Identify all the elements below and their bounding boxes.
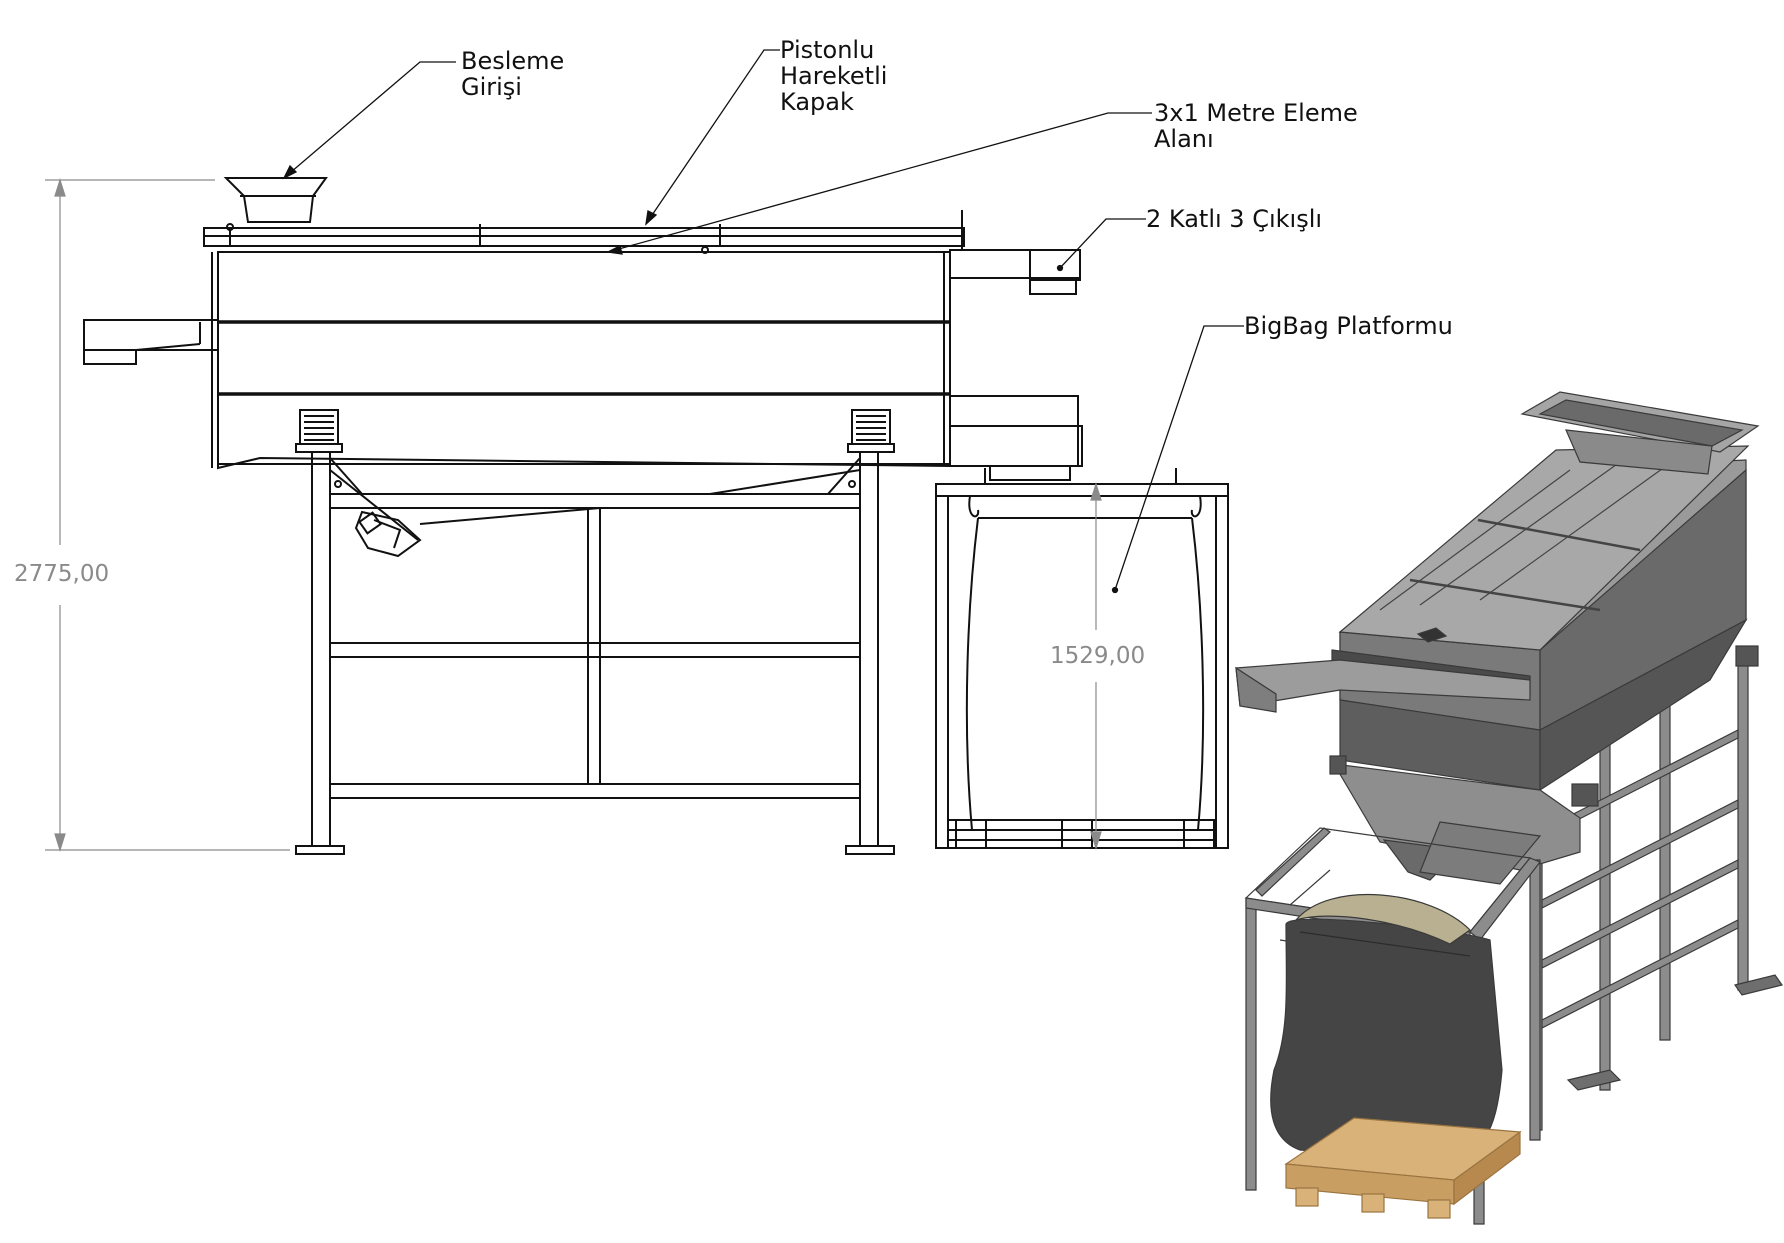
callout-outlets-line1: 2 Katlı 3 Çıkışlı	[1146, 205, 1323, 233]
iso-left-chute	[1235, 659, 1531, 713]
right-lower-outlets	[949, 395, 1083, 481]
leader-lines	[282, 49, 1244, 594]
bigbag-height-dimension	[1090, 481, 1102, 851]
callout-piston-lid-line3: Kapak	[780, 88, 854, 116]
spring-right	[847, 409, 895, 453]
overall-height-dimension	[45, 177, 290, 853]
callout-feed-inlet-line2: Girişi	[461, 73, 522, 101]
vibration-motor	[329, 469, 422, 558]
iso-pallet	[1284, 1117, 1522, 1219]
callout-bigbag-line1: BigBag Platformu	[1244, 312, 1453, 340]
iso-lower-chute	[1332, 763, 1581, 885]
bigbag-platform-side	[935, 468, 1229, 849]
callout-feed-inlet: Besleme Girişi	[461, 48, 564, 100]
callout-screen-area-line2: Alanı	[1154, 125, 1214, 153]
callout-feed-inlet-line1: Besleme	[461, 47, 565, 75]
iso-springs	[1329, 645, 1759, 807]
top-lid	[203, 210, 965, 254]
screener-body	[211, 251, 951, 470]
dimension-bigbag-height: 1529,00	[1050, 643, 1146, 669]
iso-screener-body	[1338, 445, 1750, 792]
callout-screen-area: 3x1 Metre Eleme Alanı	[1154, 100, 1358, 152]
feed-hopper	[223, 177, 328, 223]
callout-outlets: 2 Katlı 3 Çıkışlı	[1146, 206, 1322, 232]
callout-piston-lid-line2: Hareketli	[780, 62, 888, 90]
spring-left	[295, 409, 343, 453]
side-view	[45, 49, 1244, 855]
callout-screen-area-line1: 3x1 Metre Eleme	[1154, 99, 1358, 127]
dimension-overall-height: 2775,00	[14, 561, 110, 587]
left-outlet	[83, 319, 219, 365]
callout-piston-lid: Pistonlu Hareketli Kapak	[780, 37, 887, 115]
right-upper-outlet	[949, 249, 1081, 295]
isometric-view	[1235, 391, 1783, 1225]
callout-piston-lid-line1: Pistonlu	[780, 36, 875, 64]
callout-bigbag-platform: BigBag Platformu	[1244, 313, 1453, 339]
iso-hopper	[1520, 391, 1760, 475]
support-frame	[295, 451, 895, 855]
